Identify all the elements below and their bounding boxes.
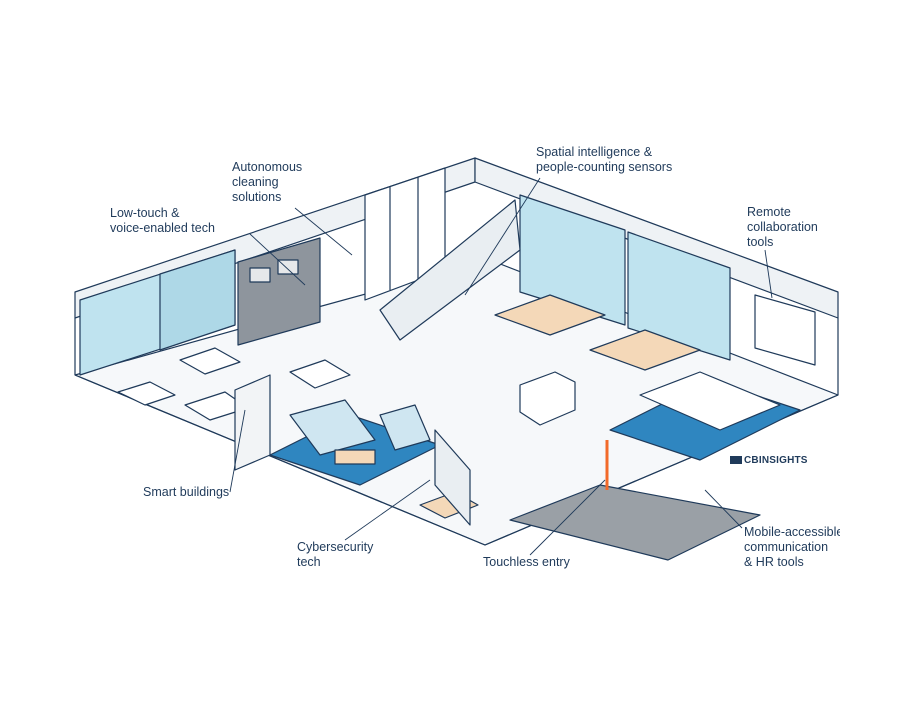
cbinsights-logo: CBINSIGHTS <box>730 455 808 466</box>
callout-line: Cybersecurity <box>297 540 373 555</box>
callout-line: communication <box>744 540 840 555</box>
callout-line: voice-enabled tech <box>110 221 215 236</box>
callout-line: collaboration <box>747 220 818 235</box>
callout-line: tech <box>297 555 373 570</box>
callout-line: Mobile-accessible <box>744 525 840 540</box>
callout-line: solutions <box>232 190 302 205</box>
callout-remote-collaboration: Remote collaboration tools <box>747 205 818 250</box>
cbinsights-logo-text: CBINSIGHTS <box>744 455 808 466</box>
callout-line: cleaning <box>232 175 302 190</box>
callout-cybersecurity: Cybersecurity tech <box>297 540 373 570</box>
callout-line: people-counting sensors <box>536 160 672 175</box>
callout-smart-buildings: Smart buildings <box>143 485 229 500</box>
callout-line: Spatial intelligence & <box>536 145 672 160</box>
cbinsights-logo-icon <box>730 456 742 464</box>
callout-line: Touchless entry <box>483 555 570 570</box>
callout-line: Remote <box>747 205 818 220</box>
callout-mobile-hr: Mobile-accessible communication & HR too… <box>744 525 840 570</box>
callout-line: Smart buildings <box>143 485 229 500</box>
callout-spatial-intelligence: Spatial intelligence & people-counting s… <box>536 145 672 175</box>
callout-low-touch: Low-touch & voice-enabled tech <box>110 206 215 236</box>
coffee-table <box>335 450 375 464</box>
callout-line: & HR tools <box>744 555 840 570</box>
callout-autonomous-cleaning: Autonomous cleaning solutions <box>232 160 302 205</box>
callout-touchless-entry: Touchless entry <box>483 555 570 570</box>
callout-line: tools <box>747 235 818 250</box>
callout-line: Low-touch & <box>110 206 215 221</box>
hvac-unit <box>235 375 270 470</box>
callout-line: Autonomous <box>232 160 302 175</box>
